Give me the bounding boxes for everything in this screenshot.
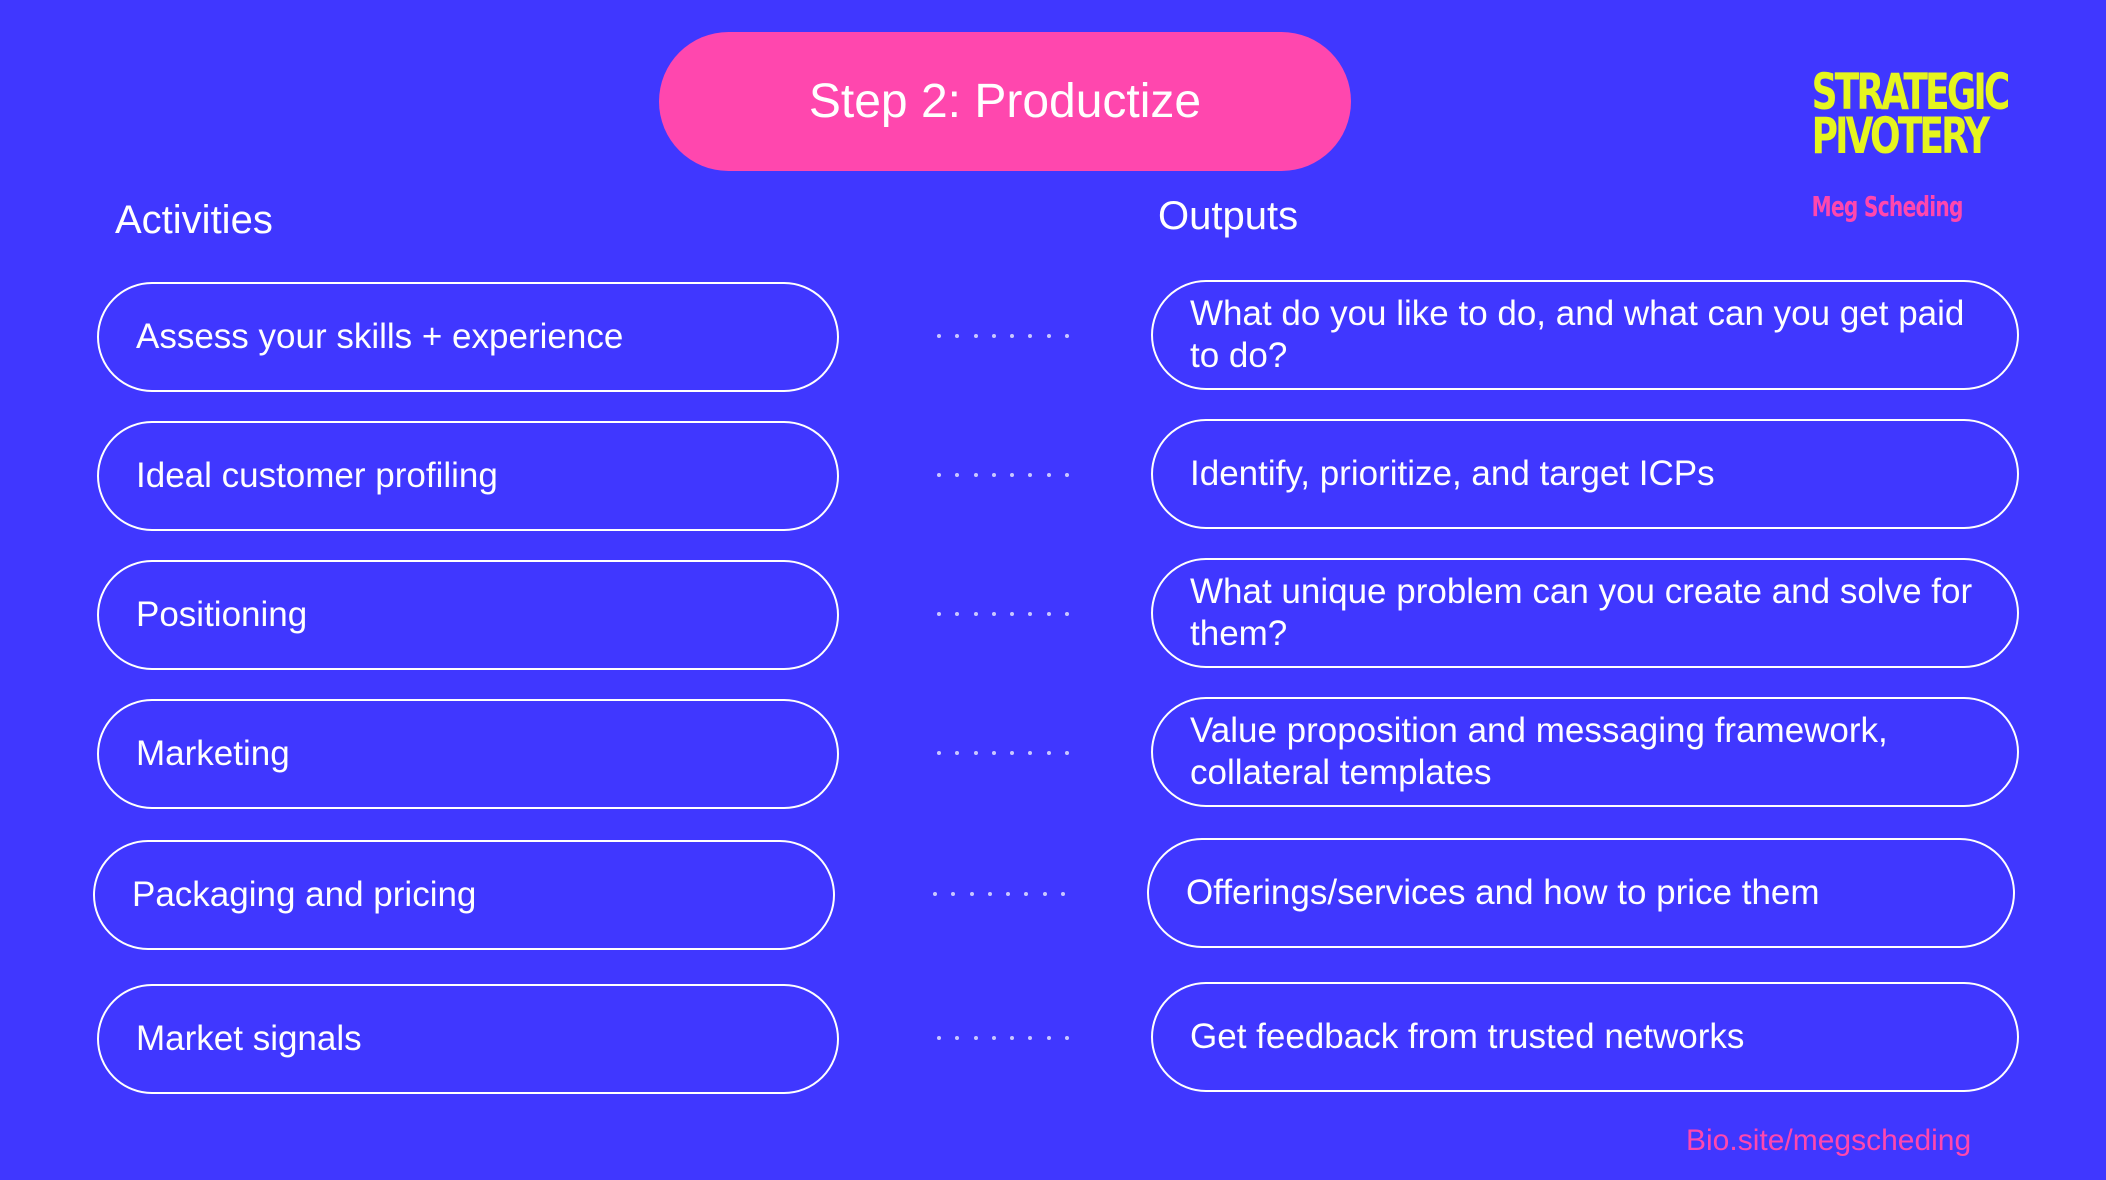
bio-site-link[interactable]: Bio.site/megscheding [1686,1124,1972,1157]
activity-label: Market signals [136,1019,362,1058]
activity-pill: Packaging and pricing [93,840,835,950]
output-label: Identify, prioritize, and target ICPs [1190,454,1715,493]
output-pill: What do you like to do, and what can you… [1151,280,2019,390]
row-positioning: Positioning What unique problem can you … [0,558,2106,670]
activity-pill: Market signals [97,984,839,1094]
activity-pill: Assess your skills + experience [97,282,839,392]
activity-pill: Marketing [97,699,839,809]
dotted-connector [937,611,1069,617]
output-label: Get feedback from trusted networks [1190,1017,1745,1056]
activity-pill: Ideal customer profiling [97,421,839,531]
activity-pill: Positioning [97,560,839,670]
output-label: What unique problem can you create and s… [1190,572,1973,653]
activities-heading: Activities [115,198,273,242]
output-label: Offerings/services and how to price them [1186,873,1820,912]
author-name: Meg Scheding [1811,190,1964,223]
row-marketing: Marketing Value proposition and messagin… [0,697,2106,809]
dotted-connector [937,333,1069,339]
dotted-connector [933,891,1065,897]
row-packaging-pricing: Packaging and pricing Offerings/services… [0,838,2102,950]
page-title: Step 2: Productize [659,32,1351,171]
output-pill: What unique problem can you create and s… [1151,558,2019,668]
row-market-signals: Market signals Get feedback from trusted… [0,982,2106,1094]
activity-label: Packaging and pricing [132,875,477,914]
activity-label: Positioning [136,595,308,634]
output-pill: Identify, prioritize, and target ICPs [1151,419,2019,529]
dotted-connector [937,472,1069,478]
output-pill: Value proposition and messaging framewor… [1151,697,2019,807]
output-pill: Offerings/services and how to price them [1147,838,2015,948]
dotted-connector [937,1035,1069,1041]
output-pill: Get feedback from trusted networks [1151,982,2019,1092]
outputs-heading: Outputs [1158,194,1299,238]
dotted-connector [937,750,1069,756]
row-assess-skills: Assess your skills + experience What do … [0,280,2106,392]
activity-label: Marketing [136,734,290,773]
row-ideal-customer: Ideal customer profiling Identify, prior… [0,419,2106,531]
activity-label: Assess your skills + experience [136,317,624,356]
activity-label: Ideal customer profiling [136,456,498,495]
output-label: Value proposition and messaging framewor… [1190,711,1888,792]
output-label: What do you like to do, and what can you… [1190,294,1965,375]
